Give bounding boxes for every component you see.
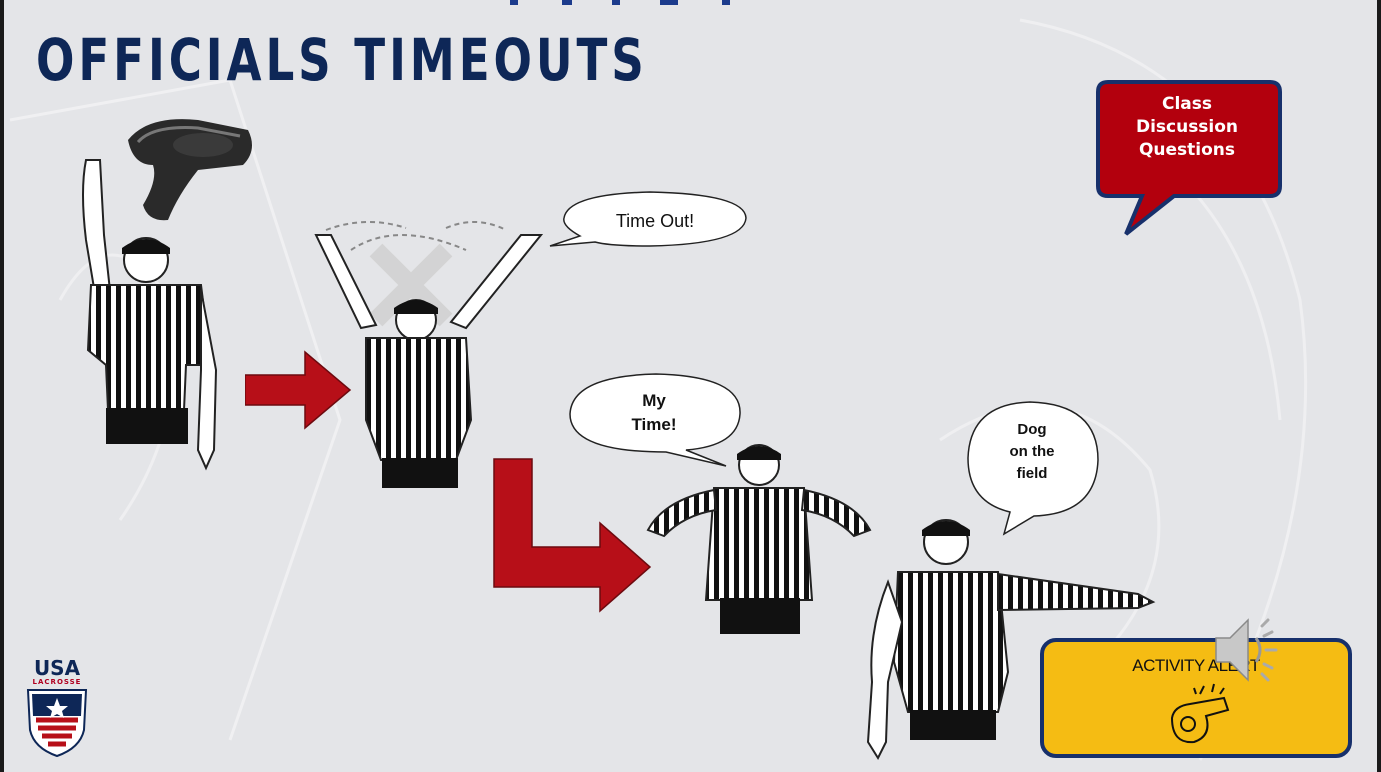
activity-alert-label: ACTIVITY ALERT (1044, 656, 1348, 676)
usa-lacrosse-shield-icon (22, 686, 92, 758)
speech-bubble-label: on the (1010, 443, 1055, 460)
callout-line: Discussion (1102, 116, 1272, 139)
speech-bubble-label: Dog (1017, 421, 1046, 438)
referee-arm-raised (66, 150, 226, 480)
top-mark (660, 0, 678, 5)
activity-alert-box[interactable]: ACTIVITY ALERT (1040, 638, 1352, 758)
top-mark (722, 0, 730, 5)
logo-lacrosse-text: LACROSSE (22, 678, 92, 686)
referee-my-time-signal (644, 440, 874, 640)
speech-bubble-label: Time! (631, 415, 676, 434)
frame-left-edge (0, 0, 4, 772)
speech-bubble-time-out: Time Out! (540, 188, 760, 268)
usa-lacrosse-logo: USA LACROSSE (22, 658, 92, 758)
referee-timeout-signal (296, 210, 556, 490)
callout-line: Class (1102, 93, 1272, 116)
top-mark (510, 0, 518, 5)
class-discussion-callout[interactable]: Class Discussion Questions (1102, 93, 1272, 162)
logo-usa-text: USA (22, 658, 92, 678)
speech-bubble-label: field (1017, 465, 1048, 482)
speech-bubble-label: My (642, 391, 666, 410)
whistle-icon (1154, 678, 1244, 748)
speech-bubble-label: Time Out! (616, 211, 694, 231)
arrow-down-right (490, 455, 660, 615)
speaker-icon[interactable] (1212, 616, 1282, 686)
top-mark (562, 0, 572, 5)
frame-right-edge (1377, 0, 1381, 772)
slide-title: OFFICIALS TIMEOUTS (36, 26, 648, 94)
top-mark (612, 0, 620, 5)
callout-line: Questions (1102, 139, 1272, 162)
